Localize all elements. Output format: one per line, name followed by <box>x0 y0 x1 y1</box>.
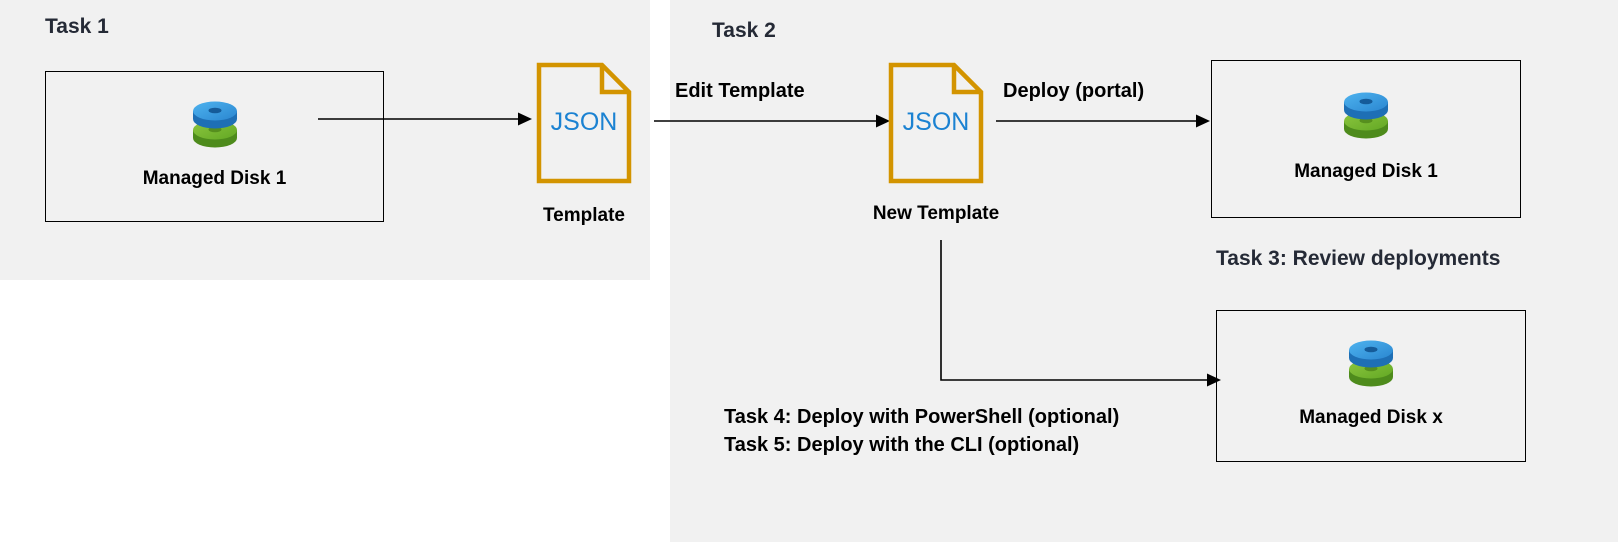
task-1-heading: Task 1 <box>45 15 109 38</box>
task-2-heading: Task 2 <box>712 19 776 42</box>
edit-template-arrow <box>654 114 890 128</box>
deployed-managed-disk-x-box: Managed Disk x <box>1216 310 1526 462</box>
new-template-json-document: JSON <box>888 62 984 184</box>
task-3-heading: Task 3: Review deployments <box>1216 247 1501 270</box>
task-1-panel <box>0 0 650 280</box>
managed-disk-icon <box>1335 83 1397 145</box>
deploy-portal-arrow-label: Deploy (portal) <box>1003 80 1145 102</box>
task-4-heading: Task 4: Deploy with PowerShell (optional… <box>724 406 1120 428</box>
template-json-document: JSON <box>536 62 632 184</box>
deployed-managed-disk-1-caption: Managed Disk 1 <box>1294 161 1438 182</box>
template-caption: Template <box>542 205 625 226</box>
source-managed-disk-caption: Managed Disk 1 <box>142 168 287 189</box>
export-template-arrow <box>318 112 532 126</box>
managed-disk-icon <box>184 92 246 154</box>
task-5-heading: Task 5: Deploy with the CLI (optional) <box>724 434 1080 456</box>
deployed-managed-disk-1-box: Managed Disk 1 <box>1211 60 1521 218</box>
deploy-portal-arrow <box>996 114 1210 128</box>
task-2-panel <box>670 0 1618 542</box>
edit-template-arrow-label: Edit Template <box>675 80 805 102</box>
source-managed-disk-box: Managed Disk 1 <box>45 71 384 222</box>
managed-disk-icon <box>1340 331 1402 393</box>
deployed-managed-disk-x-caption: Managed Disk x <box>1299 407 1443 428</box>
new-template-caption: New Template <box>872 203 1000 224</box>
deploy-scripted-elbow-arrow <box>940 240 1221 387</box>
